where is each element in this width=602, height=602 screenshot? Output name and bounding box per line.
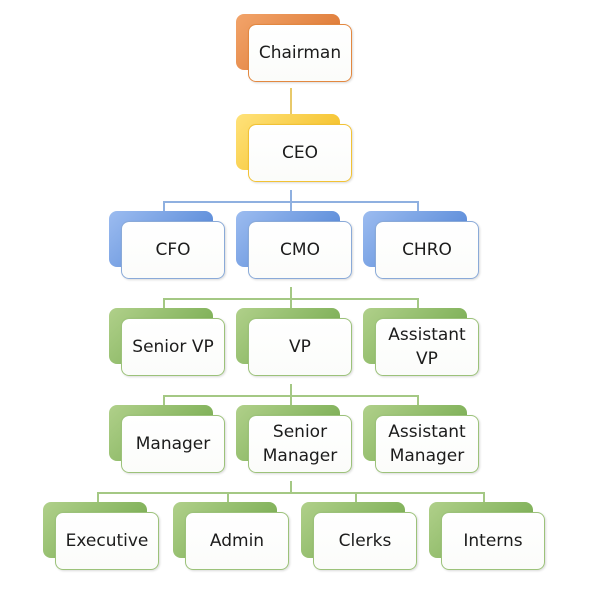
connector-interns (483, 492, 485, 502)
connector-staff-bar (97, 492, 483, 494)
node-cfo-label: CFO (155, 240, 191, 260)
connector-senior-manager (290, 395, 292, 405)
connector-ceo-down (290, 190, 292, 202)
node-cfo-box: CFO (121, 221, 225, 279)
node-manager: Manager (109, 405, 225, 473)
connector-manager (163, 395, 165, 405)
node-chro-box: CHRO (375, 221, 479, 279)
node-chairman-box: Chairman (248, 24, 352, 82)
connector-executive (97, 492, 99, 502)
node-manager-label: Manager (135, 434, 211, 454)
node-ceo-label: CEO (282, 143, 318, 163)
node-ceo: CEO (236, 114, 352, 182)
node-cmo-label: CMO (280, 240, 320, 260)
node-interns-box: Interns (441, 512, 545, 570)
connector-senior-vp (163, 298, 165, 308)
connector-senior-manager-down (290, 481, 292, 493)
node-assistant-manager-box: Assistant Manager (375, 415, 479, 473)
node-senior-manager-label: Senior Manager (262, 422, 338, 466)
node-assistant-manager: Assistant Manager (363, 405, 479, 473)
node-chairman: Chairman (236, 14, 352, 82)
node-assistant-vp-label: Assistant VP (388, 325, 466, 369)
node-senior-vp-label: Senior VP (132, 337, 214, 357)
node-senior-manager: Senior Manager (236, 405, 352, 473)
node-interns: Interns (429, 502, 545, 570)
node-ceo-box: CEO (248, 124, 352, 182)
node-admin-box: Admin (185, 512, 289, 570)
node-clerks: Clerks (301, 502, 417, 570)
connector-assistant-vp (417, 298, 419, 308)
node-vp-label: VP (289, 337, 311, 357)
node-executive-box: Executive (55, 512, 159, 570)
node-chro-label: CHRO (402, 240, 452, 260)
node-chro: CHRO (363, 211, 479, 279)
connector-cmo-down (290, 287, 292, 299)
node-senior-vp: Senior VP (109, 308, 225, 376)
node-clerks-box: Clerks (313, 512, 417, 570)
connector-admin (227, 492, 229, 502)
connector-cmo (290, 201, 292, 211)
node-manager-box: Manager (121, 415, 225, 473)
connector-chro (417, 201, 419, 211)
node-interns-label: Interns (463, 531, 523, 551)
node-executive: Executive (43, 502, 159, 570)
connector-vp (290, 298, 292, 308)
node-cmo: CMO (236, 211, 352, 279)
node-cmo-box: CMO (248, 221, 352, 279)
node-assistant-vp-box: Assistant VP (375, 318, 479, 376)
connector-chairman-ceo (290, 88, 292, 126)
node-admin-label: Admin (209, 531, 265, 551)
connector-assistant-manager (417, 395, 419, 405)
node-senior-manager-box: Senior Manager (248, 415, 352, 473)
node-vp: VP (236, 308, 352, 376)
node-admin: Admin (173, 502, 289, 570)
node-clerks-label: Clerks (338, 531, 392, 551)
connector-cfo (163, 201, 165, 211)
connector-vp-down (290, 384, 292, 396)
node-assistant-vp: Assistant VP (363, 308, 479, 376)
node-chairman-label: Chairman (258, 43, 342, 63)
node-senior-vp-box: Senior VP (121, 318, 225, 376)
node-assistant-manager-label: Assistant Manager (388, 422, 466, 466)
node-executive-label: Executive (65, 531, 149, 551)
node-vp-box: VP (248, 318, 352, 376)
connector-clerks (355, 492, 357, 502)
node-cfo: CFO (109, 211, 225, 279)
